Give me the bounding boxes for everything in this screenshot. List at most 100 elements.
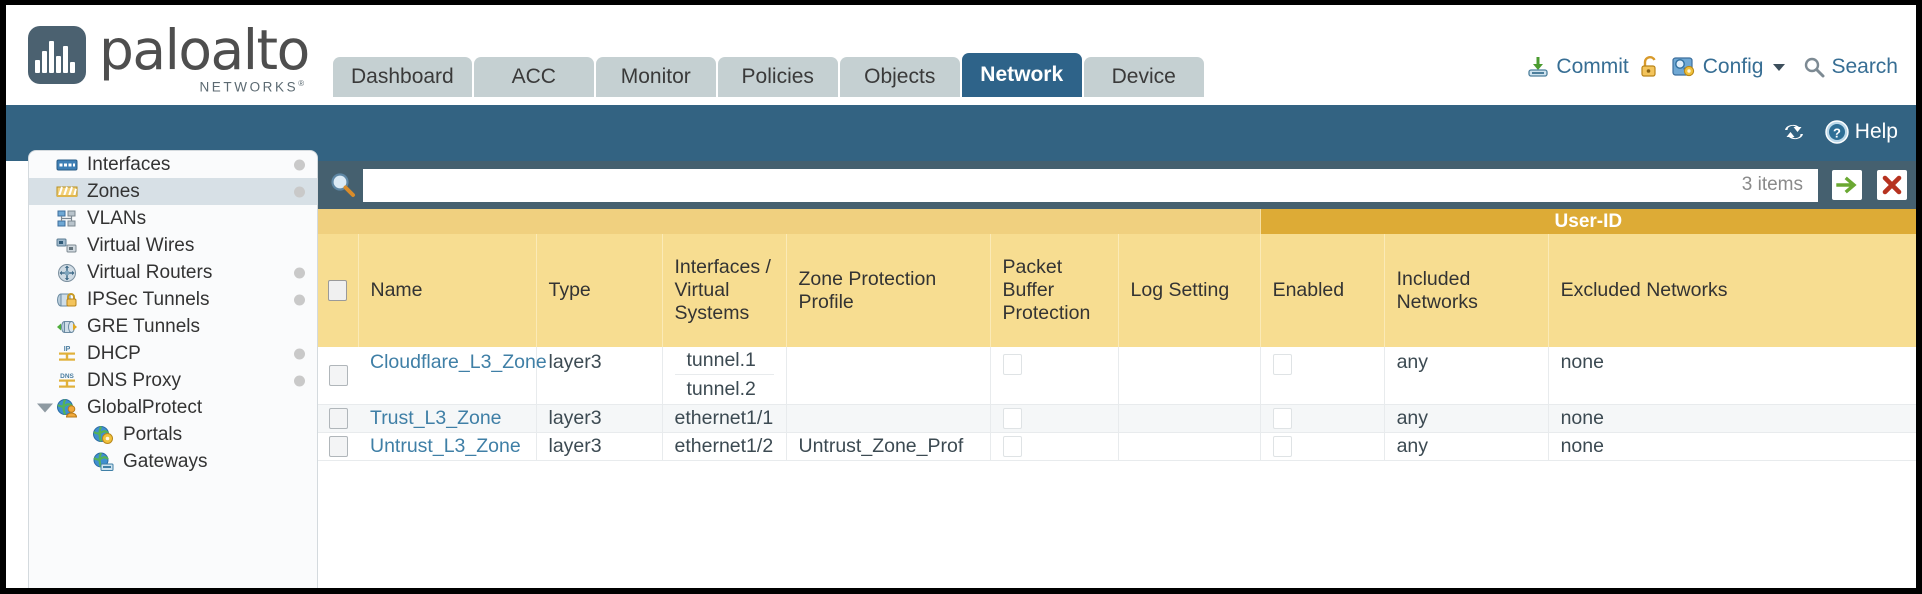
sidebar-item-zones[interactable]: Zones	[29, 178, 317, 205]
tab-acc[interactable]: ACC	[473, 57, 594, 97]
brand-name: paloalto	[99, 18, 310, 82]
sidebar-item-label: Virtual Wires	[87, 234, 195, 256]
sidebar-item-label: DHCP	[87, 342, 141, 364]
tab-objects[interactable]: Objects	[839, 57, 960, 97]
zone-name-link[interactable]: Untrust_L3_Zone	[370, 434, 521, 457]
unlock-button[interactable]	[1639, 55, 1661, 79]
cell-userid-enabled[interactable]	[1260, 347, 1385, 405]
search-label: Search	[1831, 55, 1898, 78]
row-checkbox[interactable]	[328, 407, 348, 429]
tab-monitor[interactable]: Monitor	[595, 57, 716, 97]
search-button[interactable]: Search	[1803, 55, 1898, 79]
sidebar-item-label: DNS Proxy	[87, 369, 181, 391]
help-button[interactable]: ? Help	[1824, 119, 1898, 145]
zones-table-wrapper: User-ID Name Type Interfaces / Virtual S…	[318, 209, 1916, 588]
sidebar-item-virtual-routers[interactable]: Virtual Routers	[29, 259, 317, 286]
table-row[interactable]: Cloudflare_L3_Zone layer3 tunnel.1 tunne…	[318, 347, 1916, 405]
clear-filter-x-icon[interactable]	[1876, 169, 1908, 201]
zone-name-link[interactable]: Cloudflare_L3_Zone	[370, 351, 547, 373]
row-select-cell[interactable]	[318, 432, 358, 461]
cell-name[interactable]: Untrust_L3_Zone	[358, 432, 537, 461]
sidebar-item-gre-tunnels[interactable]: GRE Tunnels	[29, 313, 317, 340]
portals-icon	[91, 425, 115, 445]
userid-enabled-checkbox[interactable]	[1272, 354, 1292, 376]
sidebar-item-ipsec-tunnels[interactable]: IPSec Tunnels	[29, 286, 317, 313]
packet-buffer-protection-checkbox[interactable]	[1002, 407, 1022, 429]
unlock-padlock-icon	[1639, 55, 1661, 79]
column-header-log-setting[interactable]: Log Setting	[1118, 234, 1261, 347]
virtual-routers-icon	[55, 263, 79, 283]
sidebar-item-dns-proxy[interactable]: DNS DNS Proxy	[29, 367, 317, 394]
row-checkbox[interactable]	[328, 365, 348, 387]
search-magnifier-icon[interactable]	[328, 170, 358, 200]
packet-buffer-protection-checkbox[interactable]	[1002, 354, 1022, 376]
sidebar-item-dhcp[interactable]: IP DHCP	[29, 340, 317, 367]
svg-text:DNS: DNS	[60, 373, 74, 380]
expand-collapse-caret-icon[interactable]	[37, 403, 53, 412]
column-header-enabled[interactable]: Enabled	[1260, 234, 1385, 347]
column-header-included-networks[interactable]: Included Networks	[1384, 234, 1549, 347]
cell-included-networks: any	[1384, 347, 1549, 405]
cell-log-setting	[1118, 432, 1261, 461]
cell-packet-buffer-protection[interactable]	[990, 432, 1119, 461]
userid-enabled-checkbox[interactable]	[1272, 435, 1292, 457]
row-select-cell[interactable]	[318, 404, 358, 433]
interface-item: tunnel.1	[674, 347, 774, 376]
cell-interfaces: ethernet1/1	[662, 404, 787, 433]
cell-interfaces: ethernet1/2	[662, 432, 787, 461]
group-header-user-id: User-ID	[1260, 209, 1916, 234]
column-header-packet-buffer-protection[interactable]: Packet Buffer Protection	[990, 234, 1119, 347]
gateways-icon	[91, 452, 115, 472]
cell-name[interactable]: Cloudflare_L3_Zone	[358, 347, 547, 405]
config-label: Config	[1702, 55, 1764, 78]
refresh-icon	[1781, 121, 1807, 143]
interface-item: tunnel.2	[686, 377, 756, 400]
cell-userid-enabled[interactable]	[1260, 432, 1385, 461]
sidebar-item-globalprotect[interactable]: GlobalProtect	[29, 394, 317, 421]
row-checkbox[interactable]	[328, 435, 348, 457]
column-header-excluded-networks[interactable]: Excluded Networks	[1548, 234, 1916, 347]
commit-button[interactable]: Commit	[1526, 55, 1629, 79]
tab-dashboard[interactable]: Dashboard	[333, 57, 472, 97]
select-all-header[interactable]	[318, 234, 359, 347]
table-row[interactable]: Untrust_L3_Zone layer3 ethernet1/2 Untru…	[318, 432, 1916, 461]
search-input[interactable]	[374, 174, 1742, 196]
zone-name-link[interactable]: Trust_L3_Zone	[370, 406, 502, 429]
sidebar-item-gateways[interactable]: Gateways	[29, 448, 317, 475]
row-select-cell[interactable]	[318, 347, 358, 405]
column-header-name[interactable]: Name	[358, 234, 537, 347]
globalprotect-icon	[55, 398, 79, 418]
cell-userid-enabled[interactable]	[1260, 404, 1385, 433]
commit-save-icon	[1526, 55, 1550, 79]
config-menu-button[interactable]: Config	[1671, 55, 1788, 79]
sidebar-item-label: GRE Tunnels	[87, 315, 200, 337]
sidebar-item-portals[interactable]: Portals	[29, 421, 317, 448]
cell-name[interactable]: Trust_L3_Zone	[358, 404, 537, 433]
column-header-interfaces-virtual-systems[interactable]: Interfaces / Virtual Systems	[662, 234, 787, 347]
sidebar-item-interfaces[interactable]: Interfaces	[29, 151, 317, 178]
cell-packet-buffer-protection[interactable]	[990, 404, 1119, 433]
cell-packet-buffer-protection[interactable]	[990, 347, 1119, 405]
packet-buffer-protection-checkbox[interactable]	[1002, 435, 1022, 457]
sub-header-band: ? Help	[6, 105, 1916, 161]
tab-device[interactable]: Device	[1083, 57, 1204, 97]
cell-zone-protection-profile	[786, 347, 991, 405]
tab-policies[interactable]: Policies	[717, 57, 838, 97]
table-row[interactable]: Trust_L3_Zone layer3 ethernet1/1 any	[318, 404, 1916, 433]
select-all-checkbox[interactable]	[328, 280, 348, 302]
sidebar-item-virtual-wires[interactable]: Virtual Wires	[29, 232, 317, 259]
refresh-button[interactable]	[1781, 121, 1807, 143]
brand-subtitle: NETWORKS®	[199, 79, 307, 95]
userid-enabled-checkbox[interactable]	[1272, 407, 1292, 429]
column-header-type[interactable]: Type	[536, 234, 663, 347]
item-count-label: 3 items	[1741, 174, 1803, 195]
sidebar-item-vlans[interactable]: VLANs	[29, 205, 317, 232]
chevron-down-icon	[1771, 61, 1787, 73]
filter-input-wrapper: 3 items	[363, 168, 1818, 202]
cell-zone-protection-profile	[786, 404, 991, 433]
tab-network[interactable]: Network	[961, 53, 1082, 97]
apply-filter-arrow-icon[interactable]	[1831, 169, 1863, 201]
column-header-zone-protection-profile[interactable]: Zone Protection Profile	[786, 234, 991, 347]
paloalto-logo: paloalto NETWORKS®	[28, 18, 310, 95]
